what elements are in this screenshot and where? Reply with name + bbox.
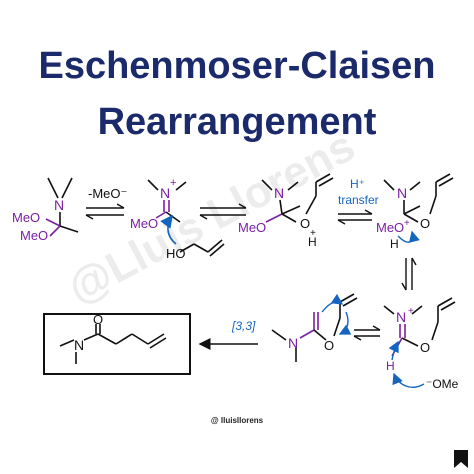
structure-protonated: N MeO + H O (376, 173, 454, 251)
structure-amide-acetal: N MeO MeO (12, 177, 79, 243)
o-atom-5: O (420, 340, 430, 355)
structure-adduct: N MeO O H + (238, 173, 334, 249)
transfer-label: transfer (338, 193, 379, 207)
plus-charge-5: + (408, 306, 414, 317)
minus-meo-label: -MeO⁻ (88, 186, 127, 201)
sigmatropic-arrow: [3,3] (198, 319, 258, 350)
curved-arrow-loss (397, 230, 420, 243)
title-line-1: Eschenmoser-Claisen (38, 45, 436, 87)
plus-charge-2: + (170, 177, 176, 189)
h-plus-label: H⁺ (350, 177, 365, 191)
equilibrium-arrows-2 (199, 203, 247, 220)
n-atom-3: N (274, 185, 284, 201)
n-atom-2: N (160, 185, 170, 201)
meo-label-2: MeO (130, 216, 158, 231)
sigmatropic-label: [3,3] (231, 319, 256, 333)
equilibrium-arrows-3 (353, 325, 381, 341)
curved-arrow-shift-1 (321, 293, 344, 313)
proton-transfer-arrow: H⁺ transfer (337, 177, 379, 225)
plus-charge-3: + (310, 228, 316, 239)
product-box: N O (43, 312, 191, 375)
curved-arrow-deprotonate (392, 372, 425, 388)
structure-iminium-ch: N + O H ⁻OMe (383, 297, 459, 391)
title-line-2: Rearrangement (97, 101, 377, 143)
curved-arrow-enamine (388, 340, 399, 361)
curved-arrow-shift-2 (338, 311, 352, 335)
o-atom-4: O (420, 216, 430, 231)
curved-arrow-attack (160, 214, 177, 245)
bookmark-icon[interactable] (454, 450, 468, 468)
meo-label-3: MeO (238, 220, 266, 235)
h-atom-3: H (308, 235, 317, 249)
n-atom-6: N (288, 335, 298, 351)
plus-charge-4: + (404, 218, 410, 229)
equilibrium-arrows-1: -MeO⁻ (85, 186, 127, 220)
n-atom-product: N (74, 337, 84, 353)
h-atom-4: H (390, 237, 399, 251)
ome-anion-label: ⁻OMe (426, 377, 459, 391)
author-credit: @ lluisllorens (210, 416, 264, 425)
meo-label-4: MeO (376, 220, 404, 235)
h-atom-5: H (386, 359, 395, 373)
structure-ketene-acetal: N O (271, 293, 358, 362)
n-atom-1: N (54, 197, 64, 213)
o-atom-product: O (93, 312, 103, 327)
o-atom-6: O (324, 338, 334, 353)
equilibrium-arrows-vertical (401, 257, 417, 291)
meo-label-1b: MeO (20, 228, 48, 243)
meo-label-1a: MeO (12, 210, 40, 225)
n-atom-5: N (396, 309, 406, 325)
ho-label: HO (166, 246, 186, 261)
o-atom-3: O (300, 216, 310, 231)
n-atom-4: N (397, 185, 407, 201)
structure-iminium: N + MeO HO (130, 177, 225, 261)
